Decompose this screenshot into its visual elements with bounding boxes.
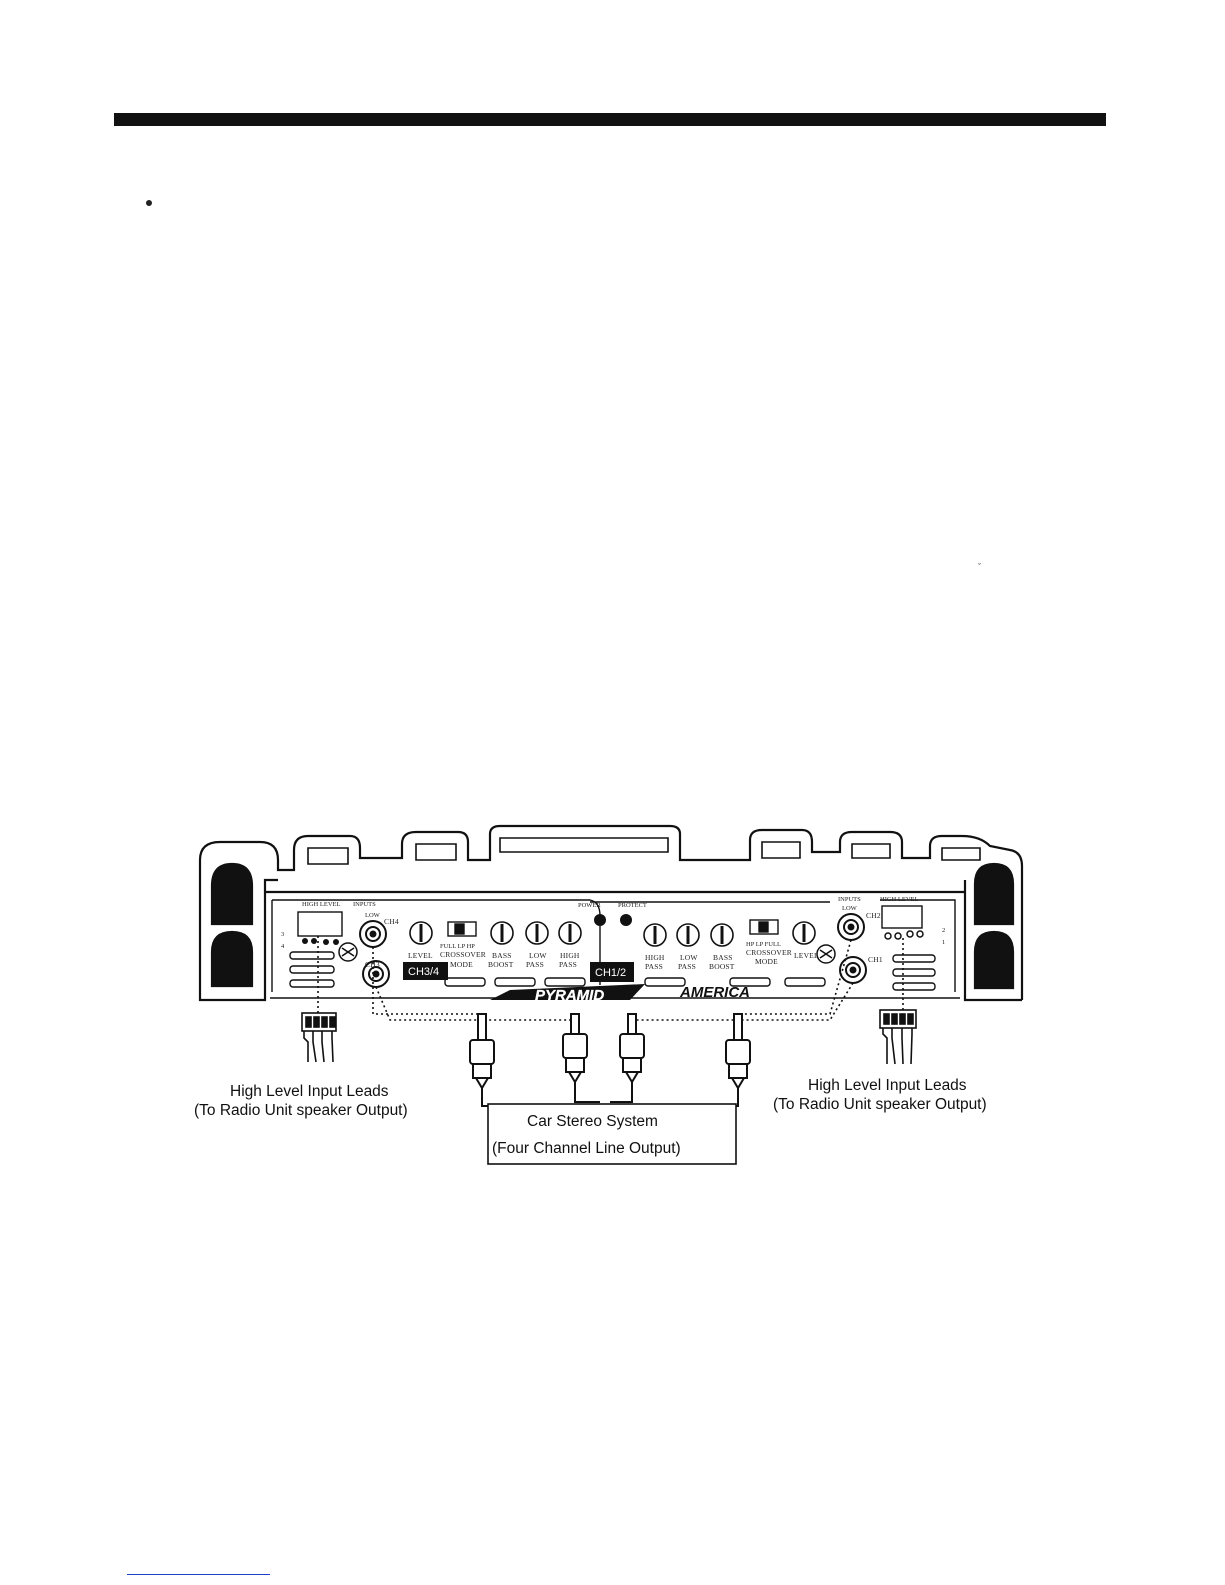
left-terminal-4-label: 4 [281,943,285,950]
car-stereo-box [487,1103,737,1165]
top-rule [114,113,1106,126]
left-ground-screw-icon [338,942,358,962]
right-low-pass-knob[interactable] [676,923,700,947]
ch1-rca-jack-icon[interactable] [839,956,867,984]
left-ch3-label: CH3 [365,960,380,969]
ch4-rca-jack-icon[interactable] [359,920,387,948]
bullet-point [146,200,152,206]
power-label: POWER [578,902,601,909]
right-pass-label-2: PASS [678,962,696,971]
right-pass-label-1: PASS [645,962,663,971]
right-crossover-switch[interactable] [749,919,779,935]
left-low-pass-knob[interactable] [525,921,549,945]
protect-label: PROTECT [618,902,647,909]
ch34-badge: CH3/4 [408,966,439,978]
right-high-level-label: HIGH LEVEL [880,896,918,903]
right-terminal-block [884,930,924,940]
stereo-line-1: Car Stereo System [527,1113,658,1130]
brand-right: AMERICA [679,984,750,1001]
brand-left: PYRAMID [535,987,604,1004]
left-mode-label: MODE [450,960,473,969]
amplifier-wiring-diagram: HIGH LEVEL INPUTS LOW CH4 CH3 3 4 LEVEL … [190,820,1040,1180]
left-high-level-label: HIGH LEVEL [302,901,340,908]
ch12-badge-bg [590,962,634,982]
right-control-panel [590,899,956,992]
right-terminal-1-label: 1 [942,939,945,946]
protect-led-icon [620,914,632,926]
right-crossover-label: CROSSOVER [746,948,792,957]
left-high-level-connector-icon [301,1012,337,1063]
right-ch2-label: CH2 [866,911,881,920]
left-level-knob[interactable] [409,921,433,945]
ch12-badge: CH1/2 [595,967,626,979]
diagram-svg: HIGH LEVEL INPUTS LOW CH4 CH3 3 4 LEVEL … [194,824,1024,1165]
left-leads-caption-2: (To Radio Unit speaker Output) [194,1102,408,1119]
left-bass-boost-knob[interactable] [490,921,514,945]
right-high-label: HIGH [645,953,665,962]
left-crossover-positions: FULL LP HP [440,943,475,950]
brand-banner [490,984,645,1000]
power-led-icon [594,914,606,926]
amplifier-body [198,824,1024,1002]
right-leads-caption-1: High Level Input Leads [808,1077,967,1094]
right-terminal-2-label: 2 [942,927,945,934]
right-low-label: LOW [680,953,698,962]
ch2-rca-jack-icon[interactable] [837,913,865,941]
right-leads-caption-2: (To Radio Unit speaker Output) [773,1096,987,1113]
rca-plug-ch1-icon [610,1013,645,1103]
right-bass-label: BASS [713,953,733,962]
left-leads-caption-1: High Level Input Leads [230,1083,389,1100]
right-ground-screw-icon [816,944,836,964]
left-low-label-2: LOW [529,951,547,960]
left-high-pass-knob[interactable] [558,921,582,945]
left-terminal-3-label: 3 [281,931,284,938]
left-high-label: HIGH [560,951,580,960]
right-mode-label: MODE [755,957,778,966]
right-inputs-label: INPUTS [838,896,861,903]
left-crossover-label: CROSSOVER [440,950,486,959]
left-pass-label-2: PASS [559,960,577,969]
left-low-label: LOW [365,912,381,919]
left-inputs-label: INPUTS [353,901,376,908]
right-level-label: LEVEL [794,951,819,960]
ch34-badge-bg [403,962,448,980]
left-control-panel [271,899,601,992]
left-pass-label-1: PASS [526,960,544,969]
bottom-link-underline [127,1574,270,1575]
left-boost-label: BOOST [488,960,514,969]
rca-plug-ch2-icon [725,1013,751,1107]
stereo-line-2: (Four Channel Line Output) [492,1140,681,1157]
right-high-pass-knob[interactable] [643,923,667,947]
right-boost-label: BOOST [709,962,735,971]
right-ch1-label: CH1 [868,955,883,964]
left-ch4-label: CH4 [384,917,399,926]
left-level-label: LEVEL [408,951,433,960]
rca-plug-ch4-icon [562,1013,600,1103]
right-high-level-connector-icon [879,1009,917,1065]
left-crossover-switch[interactable] [447,921,477,937]
right-level-knob[interactable] [792,921,816,945]
stray-mark: ˇ [978,562,981,572]
left-terminal-block [302,938,339,945]
left-bass-label: BASS [492,951,512,960]
rca-plug-ch3-icon [469,1013,495,1107]
right-bass-boost-knob[interactable] [710,923,734,947]
right-low-label-2: LOW [842,905,858,912]
right-crossover-positions: HP LP FULL [746,941,781,948]
